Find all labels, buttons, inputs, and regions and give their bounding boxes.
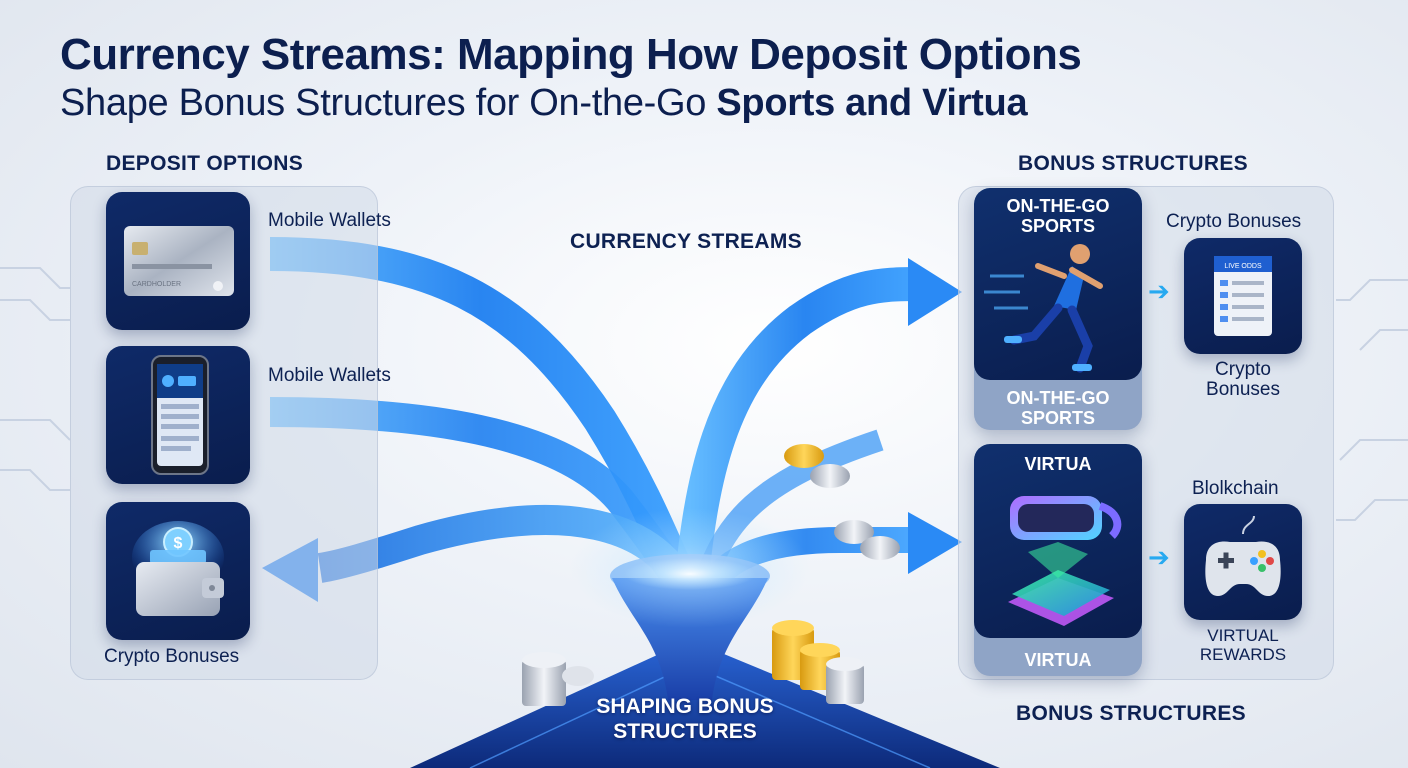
blockchain-top-label: Blolkchain — [1192, 478, 1279, 499]
ticket-icon: LIVE ODDS — [1214, 256, 1272, 336]
blockchain-tile[interactable] — [1184, 504, 1302, 620]
sports-card-footer: ON-THE-GO SPORTS — [1006, 388, 1110, 428]
virtua-card-footer: VIRTUA — [1024, 650, 1092, 670]
wallet-icon: $ — [132, 521, 224, 616]
gold-coin-stack — [772, 620, 864, 704]
floating-coins-mid — [834, 520, 900, 560]
deposit-label-1: Mobile Wallets — [268, 210, 391, 231]
crypto-bottom-label: Crypto Bonuses — [1206, 359, 1280, 400]
virtua-card-title: VIRTUA — [1024, 454, 1092, 474]
bonus-structures-heading: BONUS STRUCTURES — [1018, 152, 1248, 175]
bonus-structures-footer: BONUS STRUCTURES — [1016, 702, 1246, 725]
sports-card[interactable]: ON-THE-GO SPORTS ON-THE-GO SPORTS — [974, 188, 1142, 430]
sports-card-title: ON-THE-GO SPORTS — [1006, 196, 1110, 236]
deposit-label-3: Crypto Bonuses — [104, 646, 240, 667]
circuit-traces — [0, 267, 1408, 521]
svg-text:CARDHOLDER: CARDHOLDER — [132, 281, 181, 288]
shaping-bonus-label: SHAPING BONUS STRUCTURES — [596, 695, 774, 743]
smartphone-icon — [151, 355, 209, 475]
virtua-card[interactable]: VIRTUA VIRTUA — [974, 444, 1142, 676]
gamepad-icon — [1205, 515, 1281, 596]
deposit-wallet-tile[interactable]: $ — [106, 502, 250, 640]
svg-text:$: $ — [174, 535, 183, 552]
arrow-right-icon-2: ➔ — [1148, 542, 1170, 572]
svg-text:LIVE ODDS: LIVE ODDS — [1224, 263, 1262, 270]
base-platform — [410, 640, 1000, 768]
runner-icon — [984, 244, 1103, 373]
floating-coins-top — [784, 444, 850, 488]
deposit-phone-tile[interactable] — [106, 346, 250, 484]
deposit-card-tile[interactable]: CARDHOLDER — [106, 192, 250, 330]
arrow-right-icon-1: ➔ — [1148, 276, 1170, 306]
page-subtitle: Shape Bonus Structures for On-the-Go Spo… — [60, 82, 1028, 124]
deposit-label-2: Mobile Wallets — [268, 365, 391, 386]
virtual-rewards-label: VIRTUAL REWARDS — [1199, 626, 1287, 664]
deposit-options-heading: DEPOSIT OPTIONS — [106, 152, 304, 175]
vr-headset-icon — [1008, 496, 1122, 626]
currency-streams-label: CURRENCY STREAMS — [570, 230, 802, 253]
page-title: Currency Streams: Mapping How Deposit Op… — [60, 30, 1082, 79]
silver-coin-stack — [522, 652, 594, 706]
credit-card-icon: CARDHOLDER — [124, 226, 234, 296]
crypto-bonus-tile[interactable]: LIVE ODDS — [1184, 238, 1302, 354]
crypto-top-label: Crypto Bonuses — [1166, 211, 1302, 232]
